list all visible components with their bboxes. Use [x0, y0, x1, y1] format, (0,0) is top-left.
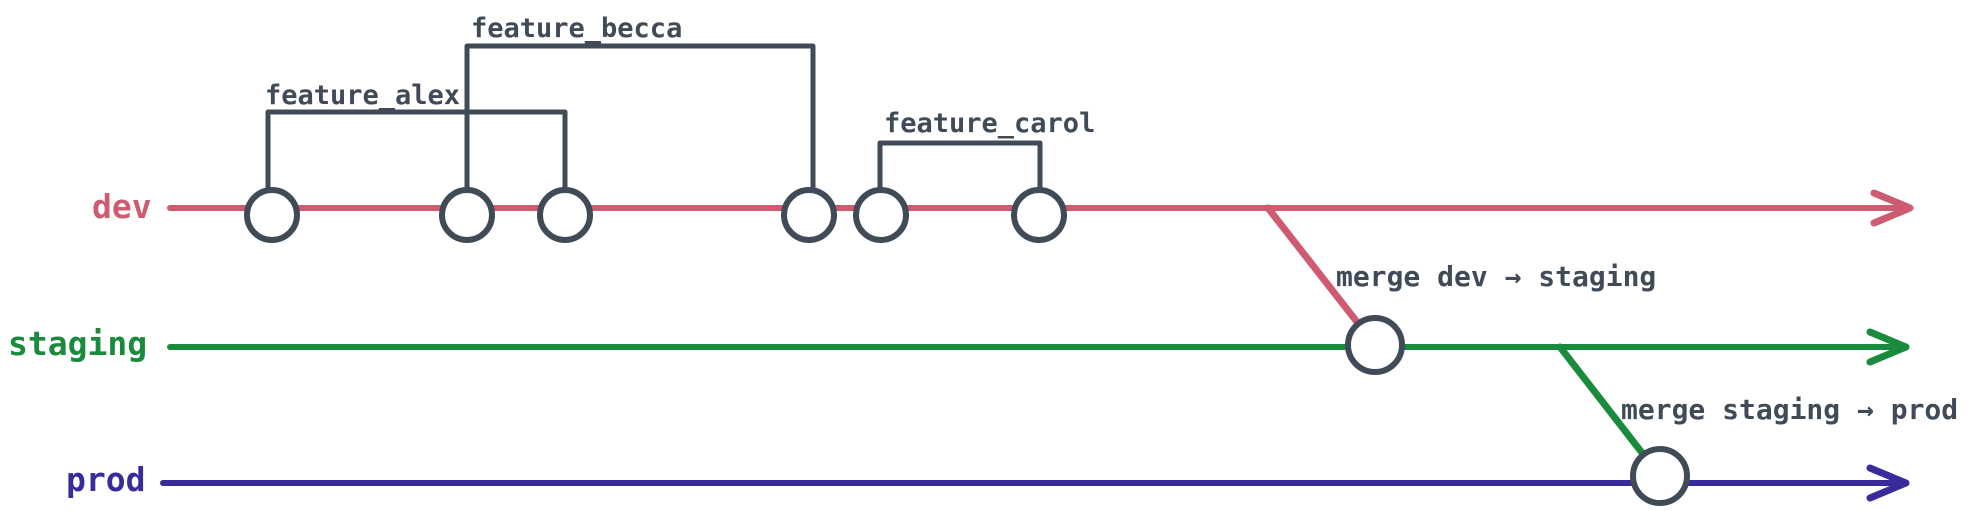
prod-arrowhead-icon	[1866, 464, 1910, 502]
merge-label-dev-to-staging: merge dev → staging	[1336, 260, 1657, 293]
feature-label-alex: feature_alex	[265, 80, 461, 111]
feature-label-becca: feature_becca	[471, 13, 683, 44]
feature-bracket-feature_carol	[877, 140, 1043, 205]
merge-label-staging-to-prod: merge staging → prod	[1621, 393, 1959, 426]
commit-node-4	[781, 187, 837, 243]
feature-bracket-feature_becca	[464, 43, 816, 205]
commit-node-1	[244, 187, 300, 243]
branch-label-dev: dev	[92, 187, 152, 226]
commit-node-3	[537, 187, 593, 243]
feature-label-carol: feature_carol	[884, 108, 1096, 139]
commit-node-2	[439, 187, 495, 243]
commit-node-5	[853, 187, 909, 243]
commit-node-6	[1011, 187, 1067, 243]
merge-commit-node-staging	[1345, 315, 1405, 375]
dev-arrowhead-icon	[1870, 189, 1914, 227]
branch-label-staging: staging	[8, 324, 148, 363]
feature-bracket-feature_alex	[265, 109, 568, 205]
branch-label-prod: prod	[66, 460, 146, 499]
merge-commit-node-prod	[1630, 446, 1690, 506]
staging-arrowhead-icon	[1866, 328, 1910, 366]
